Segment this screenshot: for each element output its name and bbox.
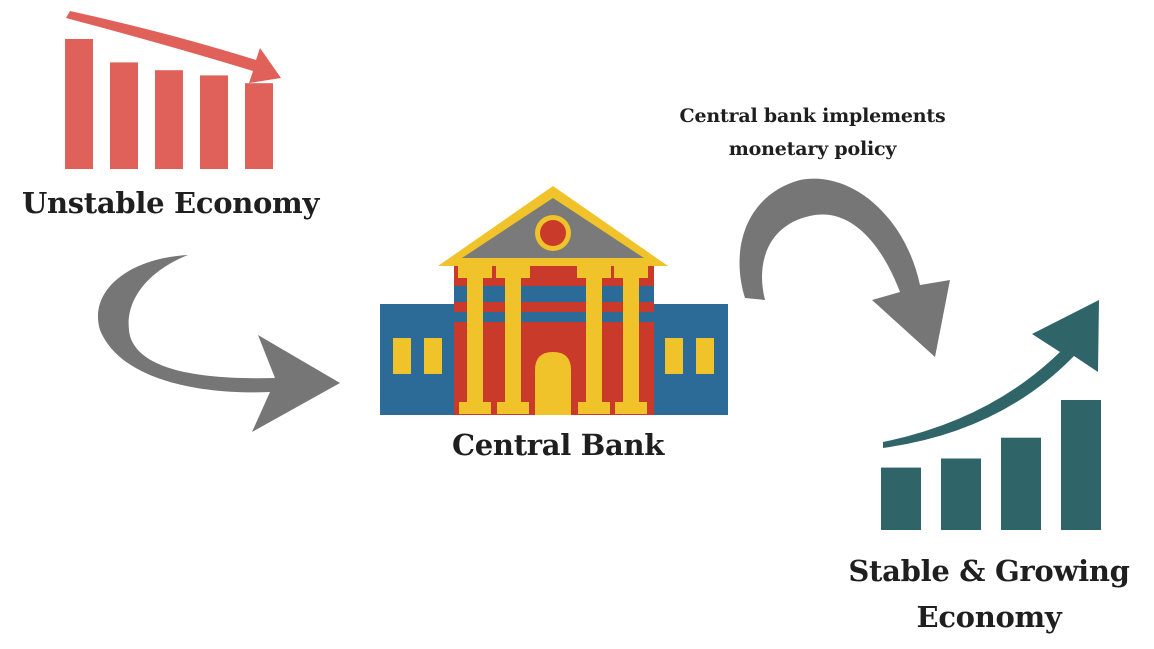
declining-bar	[155, 70, 183, 169]
bank-window	[665, 338, 683, 374]
declining-bar	[65, 39, 93, 169]
central-bank-label: Central Bank	[452, 428, 665, 462]
growing-bar	[941, 458, 981, 530]
curved-arrow-to-economy	[739, 178, 950, 357]
growing-bar	[881, 467, 921, 530]
growing-bar	[1001, 437, 1041, 530]
bank-columns	[458, 266, 648, 414]
growing-trend-arrow	[883, 300, 1099, 448]
declining-trend-arrow	[66, 11, 281, 83]
growing-bar-chart-icon	[881, 300, 1101, 530]
monetary-policy-caption: Central bank implements monetary policy	[679, 105, 946, 160]
bank-left-wing	[380, 304, 460, 415]
bank-door	[535, 352, 571, 415]
stable-economy-label: Stable & Growing Economy	[848, 554, 1130, 634]
declining-bar-chart-icon	[65, 11, 281, 169]
declining-bar	[200, 75, 228, 169]
growing-bar	[1061, 400, 1101, 530]
bank-building-icon	[380, 186, 728, 415]
bank-window	[393, 338, 411, 374]
declining-bar	[245, 83, 273, 169]
bank-right-wing	[650, 304, 728, 415]
curved-arrow-to-bank	[97, 255, 341, 432]
bank-stripe	[454, 286, 654, 302]
bank-stripe	[454, 312, 654, 322]
bank-window	[424, 338, 442, 374]
bank-window	[696, 338, 714, 374]
unstable-economy-label: Unstable Economy	[22, 186, 319, 220]
bank-medallion-center	[540, 220, 566, 246]
declining-bar	[110, 62, 138, 169]
